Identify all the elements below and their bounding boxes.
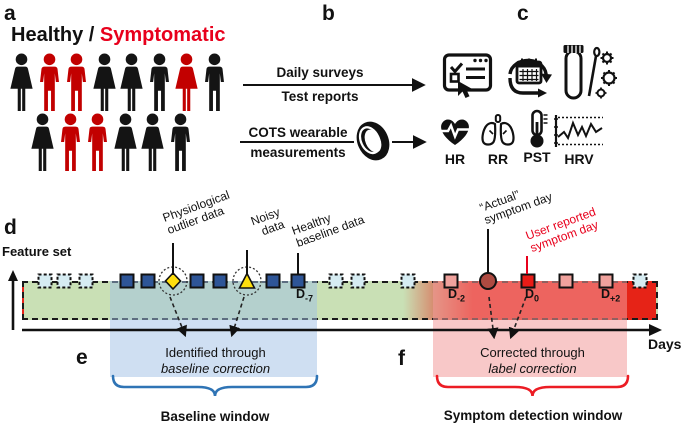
day-label--2: D-2 — [448, 287, 466, 304]
people-row-2 — [28, 112, 193, 174]
baseline-window-brace — [111, 374, 319, 397]
timeline-marker-blue — [140, 273, 156, 289]
person-female-healthy — [28, 112, 57, 174]
person-female-healthy — [7, 52, 36, 114]
healthy-pointer-line — [297, 253, 299, 275]
test-reports-label: Test reports — [281, 89, 359, 104]
timeline-marker-dashed — [400, 273, 416, 289]
panel-label-d: d — [4, 216, 17, 239]
cots-wearable-label-line1: COTS wearable — [248, 125, 348, 140]
timeline-marker-dashed — [350, 273, 366, 289]
test-kit-icon — [563, 45, 617, 100]
thermometer-icon — [524, 109, 550, 148]
noisy-annotation: Noisy data — [248, 204, 287, 239]
daily-surveys-label: Daily surveys — [276, 65, 364, 80]
timeline-marker-diamond — [158, 266, 188, 296]
timeline-marker-red — [520, 273, 536, 289]
person-female-healthy — [117, 52, 146, 114]
vital-pst: PST — [518, 109, 556, 165]
person-male-healthy — [200, 52, 229, 114]
label-correction-text: Corrected through label correction — [480, 345, 585, 376]
rr-label: RR — [487, 151, 509, 167]
person-male-symptomatic — [35, 52, 64, 114]
day-label-+2: D+2 — [601, 287, 621, 304]
timeline-marker-blue — [265, 273, 281, 289]
healthy-baseline-annotation: Healthy baseline data — [289, 210, 367, 250]
hr-label: HR — [444, 151, 466, 167]
timeline-marker-dashed — [56, 273, 72, 289]
feature-set-label: Feature set — [2, 244, 72, 259]
timeline-marker-blue — [212, 273, 228, 289]
heart-pulse-icon — [437, 112, 473, 150]
day-label--7: D-7 — [296, 287, 314, 304]
day-label-0: D0 — [525, 287, 540, 304]
timeline-marker-blue — [119, 273, 135, 289]
actual-pointer-line — [487, 229, 489, 273]
person-male-symptomatic — [62, 52, 91, 114]
person-male-healthy — [166, 112, 195, 174]
noisy-pointer-line — [246, 250, 248, 275]
person-male-healthy — [145, 52, 174, 114]
symptom-window-brace — [435, 374, 630, 397]
cohort-title: Healthy / Symptomatic — [11, 24, 226, 47]
outlier-pointer-line — [172, 243, 174, 275]
days-axis-label: Days — [648, 336, 682, 352]
panel-label-e: e — [76, 346, 88, 369]
variability-chart-icon — [553, 112, 605, 150]
timeline-marker-pink — [598, 273, 614, 289]
symptomatic-label: Symptomatic — [99, 24, 226, 46]
timeline-marker-dashed — [328, 273, 344, 289]
vital-hrv: HRV — [552, 112, 606, 167]
feature-set-arrowhead — [8, 270, 18, 281]
user-reported-annotation: User reported symptom day — [523, 204, 601, 255]
timeline-marker-pink — [443, 273, 459, 289]
actual-symptom-annotation: “Actual” symptom day — [477, 187, 555, 227]
person-male-symptomatic — [56, 112, 85, 174]
survey-form-icon — [442, 53, 493, 98]
person-male-symptomatic — [83, 112, 112, 174]
people-row-1 — [7, 52, 227, 114]
panel-label-b: b — [322, 2, 335, 25]
user-reported-pointer-line — [526, 256, 528, 274]
lungs-icon — [478, 112, 518, 150]
baseline-window-label: Baseline window — [160, 409, 270, 424]
vital-rr: RR — [477, 112, 519, 167]
panel-label-c: c — [517, 2, 529, 25]
panel-label-a: a — [4, 2, 16, 25]
timeline-marker-circle-red — [479, 272, 497, 290]
timeline-marker-pink — [558, 273, 574, 289]
timeline-marker-dashed — [37, 273, 53, 289]
smart-ring-icon — [356, 121, 390, 161]
pst-label: PST — [523, 149, 551, 165]
person-female-healthy — [138, 112, 167, 174]
vital-hr: HR — [434, 112, 476, 167]
timeline-marker-dashed — [632, 273, 648, 289]
calendar-cycle-icon — [508, 58, 552, 98]
days-axis-arrowhead — [649, 324, 662, 336]
outlier-annotation: Physiological outlier data — [160, 187, 232, 237]
healthy-label: Healthy / — [11, 24, 95, 46]
timeline-marker-blue — [189, 273, 205, 289]
panel-label-f: f — [398, 347, 405, 370]
hrv-label: HRV — [564, 151, 594, 167]
cots-wearable-label-line2: measurements — [250, 145, 346, 160]
person-female-symptomatic — [172, 52, 201, 114]
symptom-detection-window-label: Symptom detection window — [443, 408, 623, 423]
baseline-correction-text: Identified through baseline correction — [160, 345, 271, 376]
person-female-healthy — [90, 52, 119, 114]
person-female-healthy — [111, 112, 140, 174]
timeline-marker-dashed — [78, 273, 94, 289]
